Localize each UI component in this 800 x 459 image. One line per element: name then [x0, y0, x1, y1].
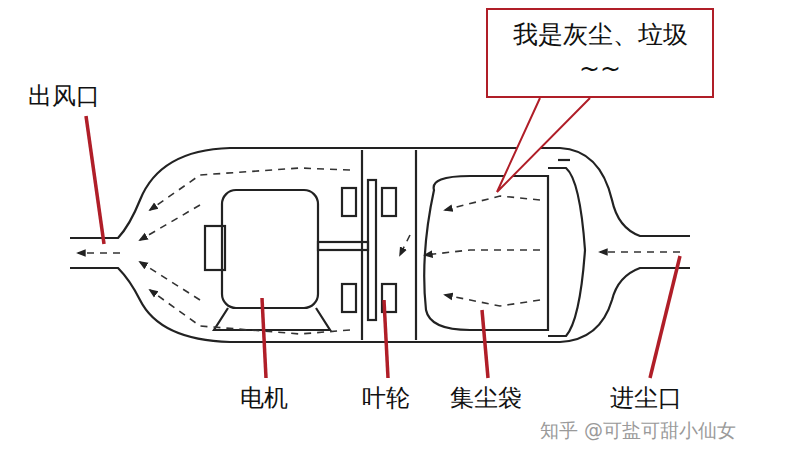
watermark: 知乎 @可盐可甜小仙女	[540, 418, 736, 444]
part-label: 进尘口	[610, 382, 682, 414]
speech-bubble: 我是灰尘、垃圾 ~~	[486, 8, 714, 98]
part-label: 出风口	[28, 80, 100, 112]
part-label: 叶轮	[362, 382, 410, 414]
callout-text: 我是灰尘、垃圾 ~~	[502, 18, 698, 86]
part-label: 集尘袋	[450, 382, 522, 414]
part-label: 电机	[240, 382, 288, 414]
